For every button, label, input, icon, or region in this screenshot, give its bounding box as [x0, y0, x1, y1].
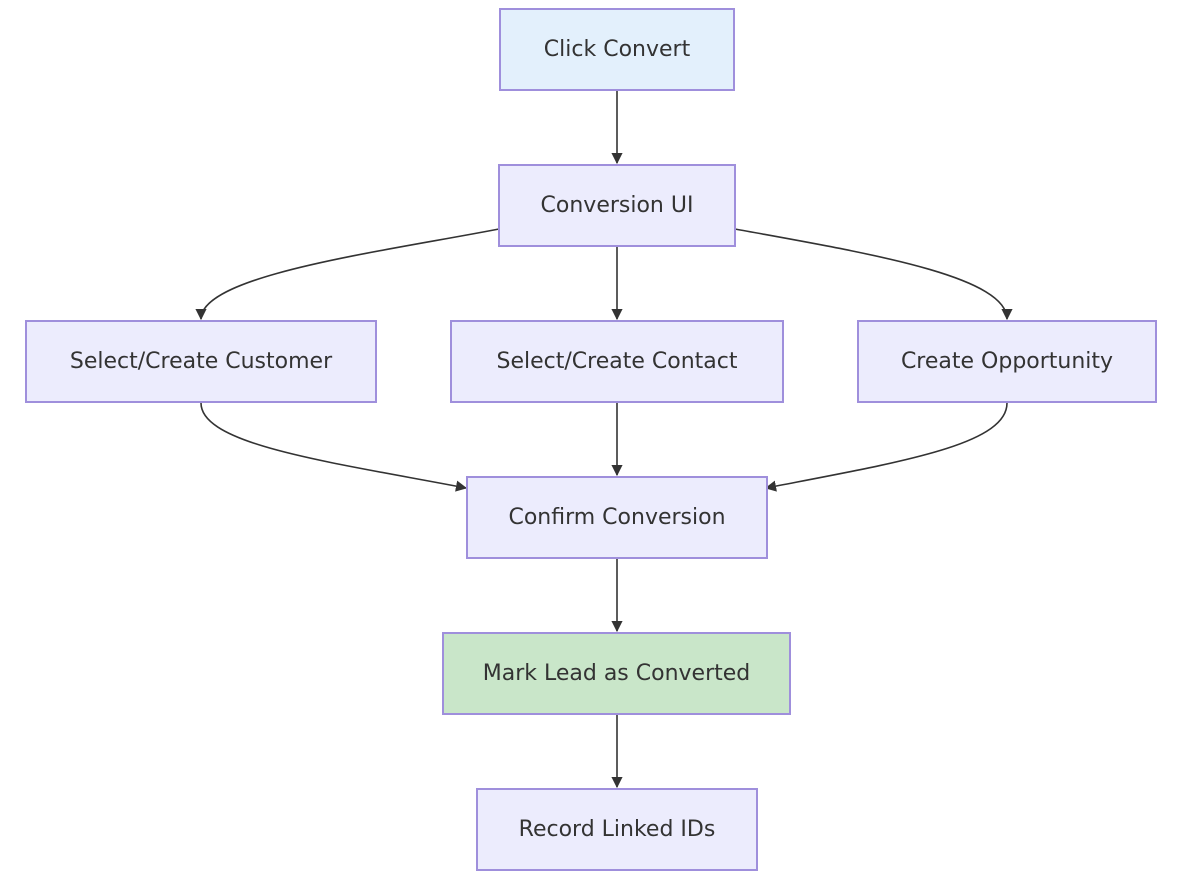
edge-create-opportunity-to-confirm-conversion	[764, 402, 1008, 492]
node-label: Conversion UI	[540, 193, 694, 218]
node-label: Select/Create Customer	[69, 349, 333, 374]
node-label: Mark Lead as Converted	[482, 661, 751, 686]
edge-conversion-ui-to-create-opportunity	[734, 228, 1013, 321]
node-label: Record Linked IDs	[518, 817, 716, 842]
node-confirm-conversion: Confirm Conversion	[466, 476, 768, 559]
node-select-create-contact: Select/Create Contact	[450, 320, 784, 403]
node-record-linked-ids: Record Linked IDs	[476, 788, 758, 871]
node-mark-lead-converted: Mark Lead as Converted	[442, 632, 791, 715]
node-label: Confirm Conversion	[508, 505, 726, 530]
node-click-convert: Click Convert	[499, 8, 735, 91]
edge-conversion-ui-to-select-customer	[195, 228, 500, 321]
node-select-create-customer: Select/Create Customer	[25, 320, 377, 403]
node-conversion-ui: Conversion UI	[498, 164, 736, 247]
node-label: Create Opportunity	[900, 349, 1114, 374]
node-create-opportunity: Create Opportunity	[857, 320, 1157, 403]
node-label: Click Convert	[543, 37, 691, 62]
node-label: Select/Create Contact	[496, 349, 738, 374]
edge-select-customer-to-confirm-conversion	[200, 402, 468, 492]
